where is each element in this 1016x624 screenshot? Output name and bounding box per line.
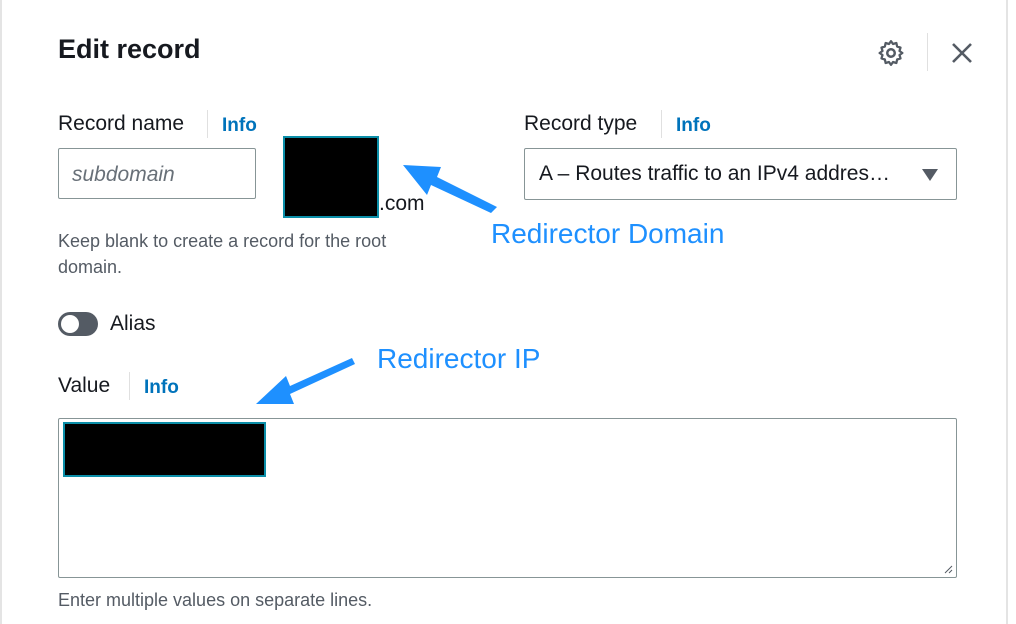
value-info-link[interactable]: Info — [144, 377, 179, 398]
redacted-domain — [283, 136, 379, 218]
dialog-title: Edit record — [58, 34, 201, 64]
value-hint: Enter multiple values on separate lines. — [58, 590, 373, 610]
record-type-label: Record type — [524, 112, 638, 135]
arrow-annotation-ip — [256, 358, 355, 404]
record-name-input[interactable]: subdomain — [58, 148, 256, 199]
caret-down-icon — [922, 169, 938, 181]
record-type-info-link[interactable]: Info — [676, 115, 711, 136]
label-divider — [129, 372, 130, 400]
value-textarea[interactable] — [58, 418, 957, 578]
header-divider — [927, 33, 928, 71]
gear-icon[interactable] — [876, 38, 906, 68]
record-type-value: A – Routes traffic to an IPv4 address an… — [539, 162, 894, 185]
label-divider — [207, 110, 208, 138]
arrow-annotation-domain — [403, 165, 497, 213]
annotation-redirector-domain: Redirector Domain — [491, 218, 725, 249]
alias-label: Alias — [110, 312, 156, 335]
record-name-info-link[interactable]: Info — [222, 115, 257, 136]
record-name-hint: Keep blank to create a record for the ro… — [58, 231, 387, 277]
close-icon[interactable] — [950, 41, 974, 65]
toggle-knob — [61, 315, 79, 333]
alias-toggle[interactable] — [58, 312, 98, 336]
record-type-select[interactable]: A – Routes traffic to an IPv4 address an… — [524, 148, 957, 200]
resize-handle-icon[interactable] — [943, 564, 953, 574]
domain-suffix: .com — [379, 192, 425, 215]
record-name-label: Record name — [58, 112, 185, 135]
redacted-ip — [63, 422, 266, 477]
label-divider — [661, 110, 662, 138]
value-label: Value — [58, 374, 111, 397]
annotation-redirector-ip: Redirector IP — [377, 343, 541, 374]
